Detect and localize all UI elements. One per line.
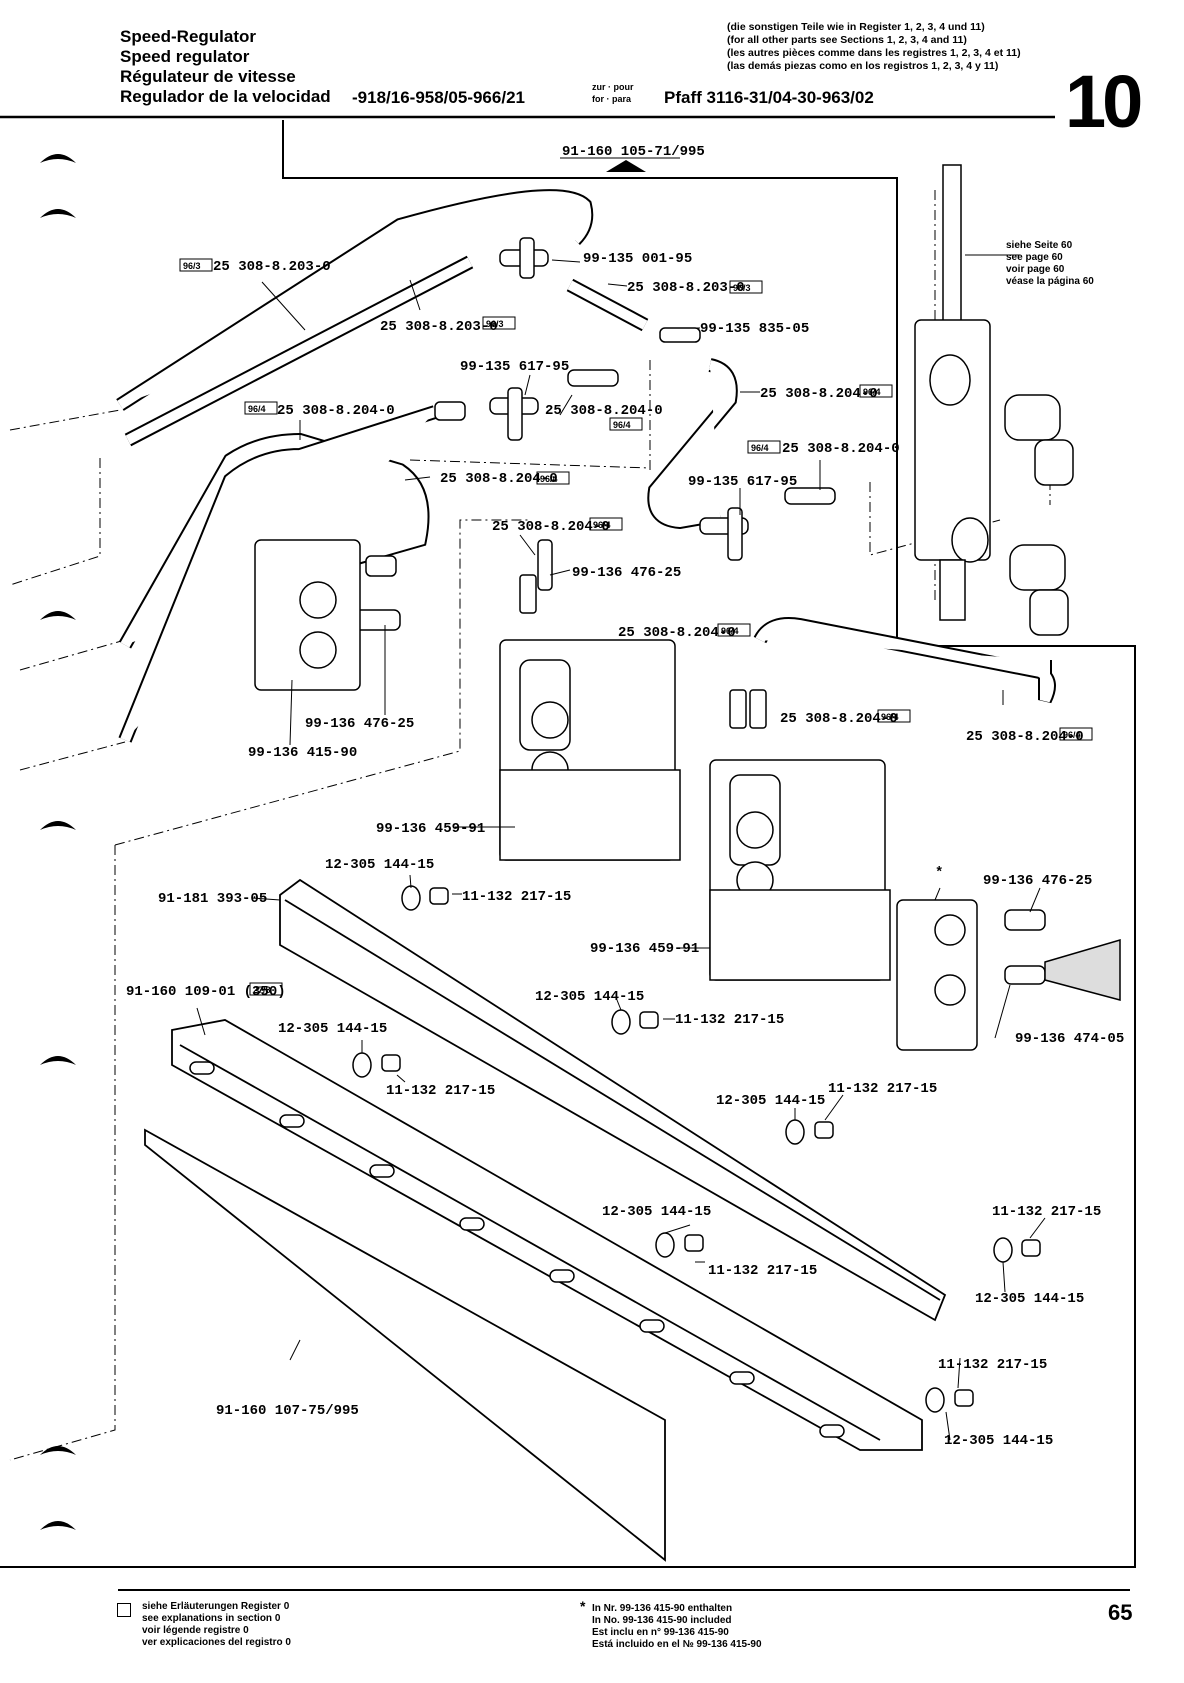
svg-text:véase la página 60: véase la página 60	[1006, 276, 1094, 287]
svg-text:25 308-8.204-0: 25 308-8.204-0	[440, 471, 558, 487]
svg-text:25 308-8.204-0: 25 308-8.204-0	[277, 403, 395, 419]
svg-text:25 308-8.203-0: 25 308-8.203-0	[380, 319, 498, 335]
fittings	[349, 237, 1121, 1001]
svg-text:96/4: 96/4	[881, 712, 899, 722]
footer-note-en: In No. 99-136 415-90 included	[592, 1615, 732, 1626]
svg-text:11-132 217-15: 11-132 217-15	[462, 889, 571, 905]
svg-text:99-136 415-90: 99-136 415-90	[248, 745, 357, 761]
svg-text:99-136 459-91: 99-136 459-91	[376, 821, 485, 837]
svg-text:12-305 144-15: 12-305 144-15	[944, 1433, 1053, 1449]
part-labels: 91-160 105-71/995 25 308-8.203-0 99-135 …	[126, 144, 1124, 1449]
svg-text:25 308-8.204-0: 25 308-8.204-0	[492, 519, 610, 535]
binder-marks	[40, 154, 76, 1530]
svg-text:96/4: 96/4	[248, 404, 266, 414]
model-number: -918/16-958/05-966/21	[352, 88, 525, 107]
svg-text:99-136 476-25: 99-136 476-25	[572, 565, 681, 581]
svg-text:25 308-8.204-0: 25 308-8.204-0	[618, 625, 736, 641]
svg-text:see page 60: see page 60	[1006, 252, 1063, 263]
svg-text:25 308-8.204-0: 25 308-8.204-0	[780, 711, 898, 727]
svg-text:12-305 144-15: 12-305 144-15	[602, 1204, 711, 1220]
svg-text:25 308-8.203-0: 25 308-8.203-0	[627, 280, 745, 296]
footer-note-es: Está incluido en el № 99-136 415-90	[592, 1639, 762, 1650]
svg-text:25 308-8.204-0: 25 308-8.204-0	[545, 403, 663, 419]
svg-text:12-305 144-15: 12-305 144-15	[975, 1291, 1084, 1307]
svg-text:96/3: 96/3	[486, 319, 504, 329]
svg-text:25 308-8.203-0: 25 308-8.203-0	[213, 259, 331, 275]
title-french: Régulateur de vitesse	[120, 67, 296, 86]
rail-slots	[189, 1061, 845, 1438]
svg-text:siehe Seite 60: siehe Seite 60	[1006, 240, 1073, 251]
speed-regulator-cylinder	[914, 164, 1074, 636]
svg-text:27/8: 27/8	[253, 985, 271, 995]
ref-box-labels: 96/3 96/3 96/3 96/4 96/4 96/4 96/4 96/4 …	[183, 261, 1081, 995]
svg-text:96/4: 96/4	[721, 626, 739, 636]
svg-text:96/4: 96/4	[613, 420, 631, 430]
title-spanish: Regulador de la velocidad	[120, 87, 331, 106]
svg-text:96/4: 96/4	[1063, 730, 1081, 740]
svg-text:99-136 476-25: 99-136 476-25	[305, 716, 414, 732]
footer-explain-de: siehe Erläuterungen Register 0	[142, 1601, 290, 1612]
svg-text:11-132 217-15: 11-132 217-15	[938, 1357, 1047, 1373]
arrow-up-icon	[606, 160, 646, 172]
for-para-label: for · para	[592, 94, 632, 104]
svg-text:12-305 144-15: 12-305 144-15	[278, 1021, 387, 1037]
svg-text:11-132 217-15: 11-132 217-15	[708, 1263, 817, 1279]
note-spanish: (las demás piezas como en los registros …	[727, 60, 999, 72]
svg-text:96/4: 96/4	[751, 443, 769, 453]
note-english: (for all other parts see Sections 1, 2, …	[727, 34, 967, 46]
svg-text:11-132 217-15: 11-132 217-15	[675, 1012, 784, 1028]
footer-note-de: In Nr. 99-136 415-90 enthalten	[592, 1603, 733, 1614]
svg-text:25 308-8.204-0: 25 308-8.204-0	[966, 729, 1084, 745]
svg-text:99-136 474-05: 99-136 474-05	[1015, 1031, 1124, 1047]
explanation-box-icon	[117, 1603, 131, 1617]
svg-text:25 308-8.204-0: 25 308-8.204-0	[760, 386, 878, 402]
valve-blocks	[254, 539, 978, 1051]
svg-text:25 308-8.204-0: 25 308-8.204-0	[782, 441, 900, 457]
svg-text:12-305 144-15: 12-305 144-15	[716, 1093, 825, 1109]
leader-lines	[196, 254, 1046, 1441]
svg-text:12-305 144-15: 12-305 144-15	[325, 857, 434, 873]
zur-pour-label: zur · pour	[592, 82, 634, 92]
svg-text:11-132 217-15: 11-132 217-15	[386, 1083, 495, 1099]
svg-text:96/3: 96/3	[183, 261, 201, 271]
top-assembly-label: 91-160 105-71/995	[562, 144, 705, 160]
note-french: (les autres pièces comme dans les regist…	[727, 47, 1021, 59]
machine-model: Pfaff 3116-31/04-30-963/02	[664, 88, 874, 107]
footer-explain-es: ver explicaciones del registro 0	[142, 1637, 291, 1648]
washers-screws	[352, 885, 1041, 1413]
title-english: Speed regulator	[120, 47, 250, 66]
note-german: (die sonstigen Teile wie in Register 1, …	[727, 21, 985, 33]
svg-text:11-132 217-15: 11-132 217-15	[992, 1204, 1101, 1220]
title-german: Speed-Regulator	[120, 27, 257, 46]
section-number: 10	[1065, 60, 1143, 143]
svg-text:99-135 617-95: 99-135 617-95	[688, 474, 797, 490]
svg-text:99-135 001-95: 99-135 001-95	[583, 251, 692, 267]
footer-explain-en: see explanations in section 0	[142, 1613, 281, 1624]
svg-text:91-160 109-01 (350): 91-160 109-01 (350)	[126, 984, 286, 1000]
svg-text:96/4: 96/4	[863, 387, 881, 397]
svg-text:96/3: 96/3	[733, 283, 751, 293]
svg-text:*: *	[935, 865, 943, 881]
ref-boxes	[179, 258, 1093, 996]
footer-star: *	[580, 1598, 586, 1614]
see-page-note: siehe Seite 60 see page 60 voir page 60 …	[1006, 240, 1094, 287]
svg-text:99-136 459-91: 99-136 459-91	[590, 941, 699, 957]
svg-text:96/4: 96/4	[593, 520, 611, 530]
svg-text:96/4: 96/4	[540, 474, 558, 484]
footer-note-fr: Est inclu en n° 99-136 415-90	[592, 1627, 729, 1638]
footer-explain-fr: voir légende registre 0	[142, 1625, 249, 1636]
svg-text:11-132 217-15: 11-132 217-15	[828, 1081, 937, 1097]
svg-text:99-135 617-95: 99-135 617-95	[460, 359, 569, 375]
svg-text:99-136 476-25: 99-136 476-25	[983, 873, 1092, 889]
svg-text:12-305 144-15: 12-305 144-15	[535, 989, 644, 1005]
svg-text:91-160 107-75/995: 91-160 107-75/995	[216, 1403, 359, 1419]
svg-text:99-135 835-05: 99-135 835-05	[700, 321, 809, 337]
svg-text:91-181 393-05: 91-181 393-05	[158, 891, 267, 907]
page-number: 65	[1108, 1600, 1133, 1625]
rails	[144, 878, 947, 1562]
svg-text:voir page 60: voir page 60	[1006, 264, 1065, 275]
